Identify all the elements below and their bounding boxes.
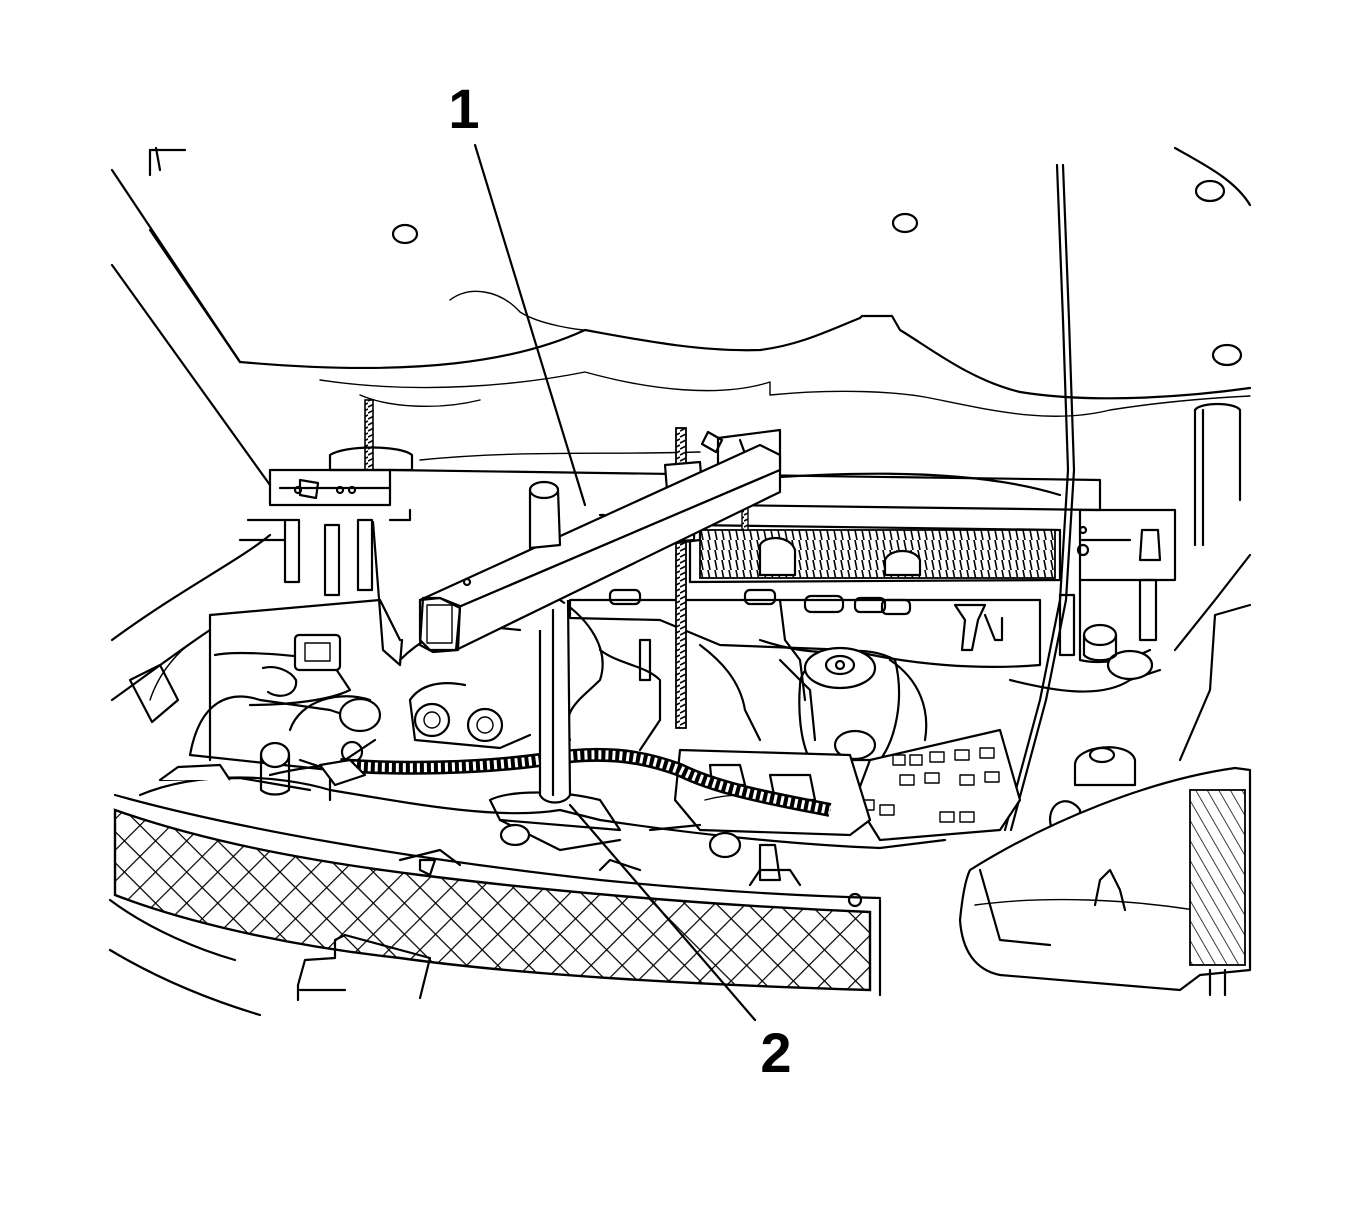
hood — [110, 146, 1252, 417]
callout-2: 2 — [760, 1021, 791, 1084]
callout-leaders — [473, 143, 757, 1022]
hood-prop-rod — [1003, 163, 1076, 832]
fuse-box — [853, 728, 1022, 842]
right-fender — [1173, 402, 1252, 762]
engine-support-fixture-tool — [418, 427, 782, 804]
engine-components — [188, 598, 852, 802]
fluid-reservoir — [798, 646, 928, 762]
right-strut-tower — [1008, 623, 1162, 837]
callout-label-2: 2 — [760, 1021, 791, 1084]
front-fascia — [138, 741, 947, 908]
callout-1: 1 — [448, 77, 479, 140]
front-grille — [113, 793, 882, 1002]
radiator-support — [388, 451, 1102, 668]
right-support-bracket — [1058, 508, 1177, 664]
callout-label-1: 1 — [448, 77, 479, 140]
right-headlamp — [958, 766, 1252, 997]
left-fender — [108, 263, 272, 1017]
left-support-bracket — [208, 399, 414, 762]
